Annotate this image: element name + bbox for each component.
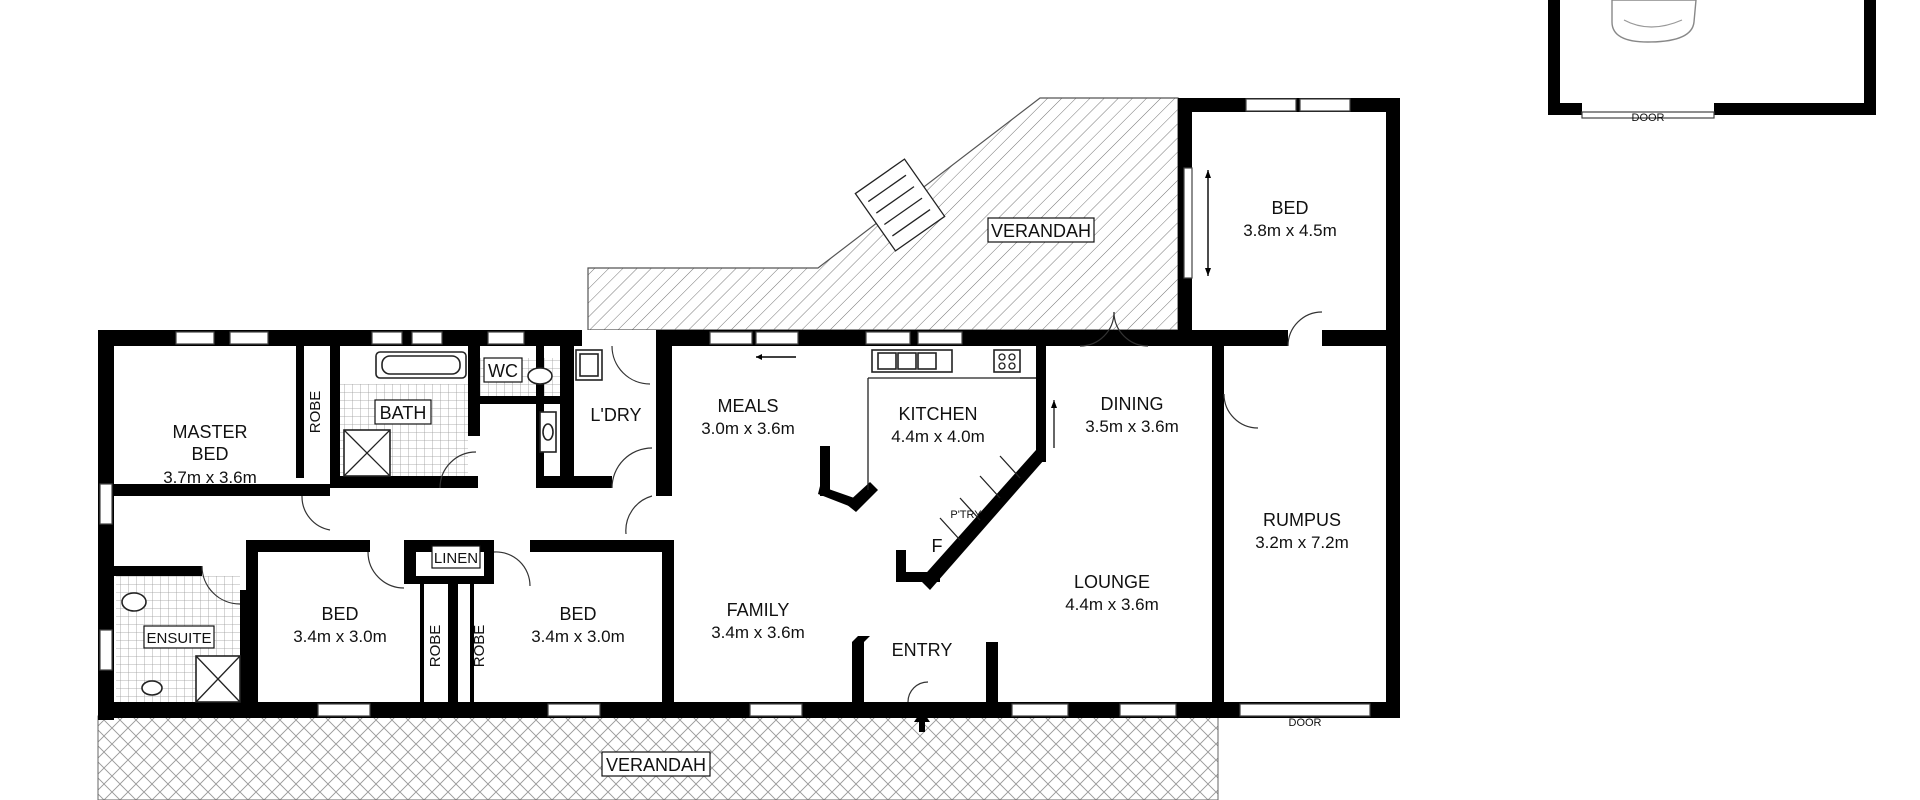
- rumpus-door-label: DOOR: [1289, 717, 1322, 729]
- verandah-south-label: VERANDAH: [606, 755, 706, 775]
- laundry-tub-icon: [575, 349, 603, 381]
- bed-s2-size: 3.4m x 3.0m: [531, 627, 625, 646]
- dining-size: 3.5m x 3.6m: [1085, 417, 1179, 436]
- lounge-size: 4.4m x 3.6m: [1065, 595, 1159, 614]
- dining-name: DINING: [1101, 394, 1164, 414]
- bathtub-icon: [375, 351, 467, 379]
- ensuite-shower-icon: [195, 655, 241, 703]
- robe-s2-label: ROBE: [471, 625, 488, 668]
- bed-ne-size: 3.8m x 4.5m: [1243, 221, 1337, 240]
- ensuite-label: ENSUITE: [146, 630, 211, 647]
- verandah-south-label-box: [601, 751, 711, 777]
- ensuite-toilet-icon: [121, 592, 147, 612]
- laundry-label: L'DRY: [590, 405, 641, 425]
- garage: DOOR: [1548, 0, 1876, 124]
- bath-label-box: [374, 399, 432, 425]
- pantry-shelves: [939, 455, 1021, 541]
- robe-sw-label: ROBE: [427, 625, 444, 668]
- master-bed-name-1: MASTER: [172, 422, 247, 442]
- master-bed-name-2: BED: [191, 444, 228, 464]
- cooktop-icon: [993, 349, 1021, 373]
- pantry-label: P'TRY: [950, 509, 982, 521]
- ensuite-basin-icon: [141, 680, 163, 696]
- basin-icon: [539, 411, 557, 453]
- door-swings: [201, 311, 1323, 703]
- sliding-door-arrow-icon: [756, 170, 1211, 448]
- fridge-label: F: [932, 536, 943, 556]
- kitchen-name: KITCHEN: [898, 404, 977, 424]
- wc-label: WC: [488, 361, 518, 381]
- bath-label: BATH: [380, 403, 427, 423]
- family-size: 3.4m x 3.6m: [711, 623, 805, 642]
- verandah-north-label-box: [987, 217, 1095, 243]
- ensuite-label-box: [143, 625, 215, 649]
- master-bed-size: 3.7m x 3.6m: [163, 468, 257, 487]
- lounge-name: LOUNGE: [1074, 572, 1150, 592]
- verandah-north-label: VERANDAH: [991, 221, 1091, 241]
- kitchen-sink-icon: [871, 349, 953, 373]
- wc-label-box: [483, 357, 523, 383]
- rumpus-name: RUMPUS: [1263, 510, 1341, 530]
- room-master-bed: MASTER BED 3.7m x 3.6m: [163, 422, 257, 487]
- toilet-wc-icon: [527, 367, 553, 385]
- car-icon: [1611, 0, 1697, 43]
- robe-master-label: ROBE: [307, 391, 324, 434]
- family-name: FAMILY: [727, 600, 790, 620]
- bed-sw-name: BED: [321, 604, 358, 624]
- entry-label: ENTRY: [892, 640, 953, 660]
- linen-label: LINEN: [434, 550, 478, 567]
- garage-door-label: DOOR: [1632, 112, 1665, 124]
- bed-s2-name: BED: [559, 604, 596, 624]
- verandah-steps: [854, 158, 946, 252]
- meals-size: 3.0m x 3.6m: [701, 419, 795, 438]
- bed-ne-name: BED: [1271, 198, 1308, 218]
- kitchen-size: 4.4m x 4.0m: [891, 427, 985, 446]
- meals-name: MEALS: [717, 396, 778, 416]
- linen-label-box: [431, 545, 481, 569]
- bed-sw-size: 3.4m x 3.0m: [293, 627, 387, 646]
- rumpus-size: 3.2m x 7.2m: [1255, 533, 1349, 552]
- entry-arrow-icon: [914, 710, 930, 732]
- shower-icon: [343, 429, 391, 477]
